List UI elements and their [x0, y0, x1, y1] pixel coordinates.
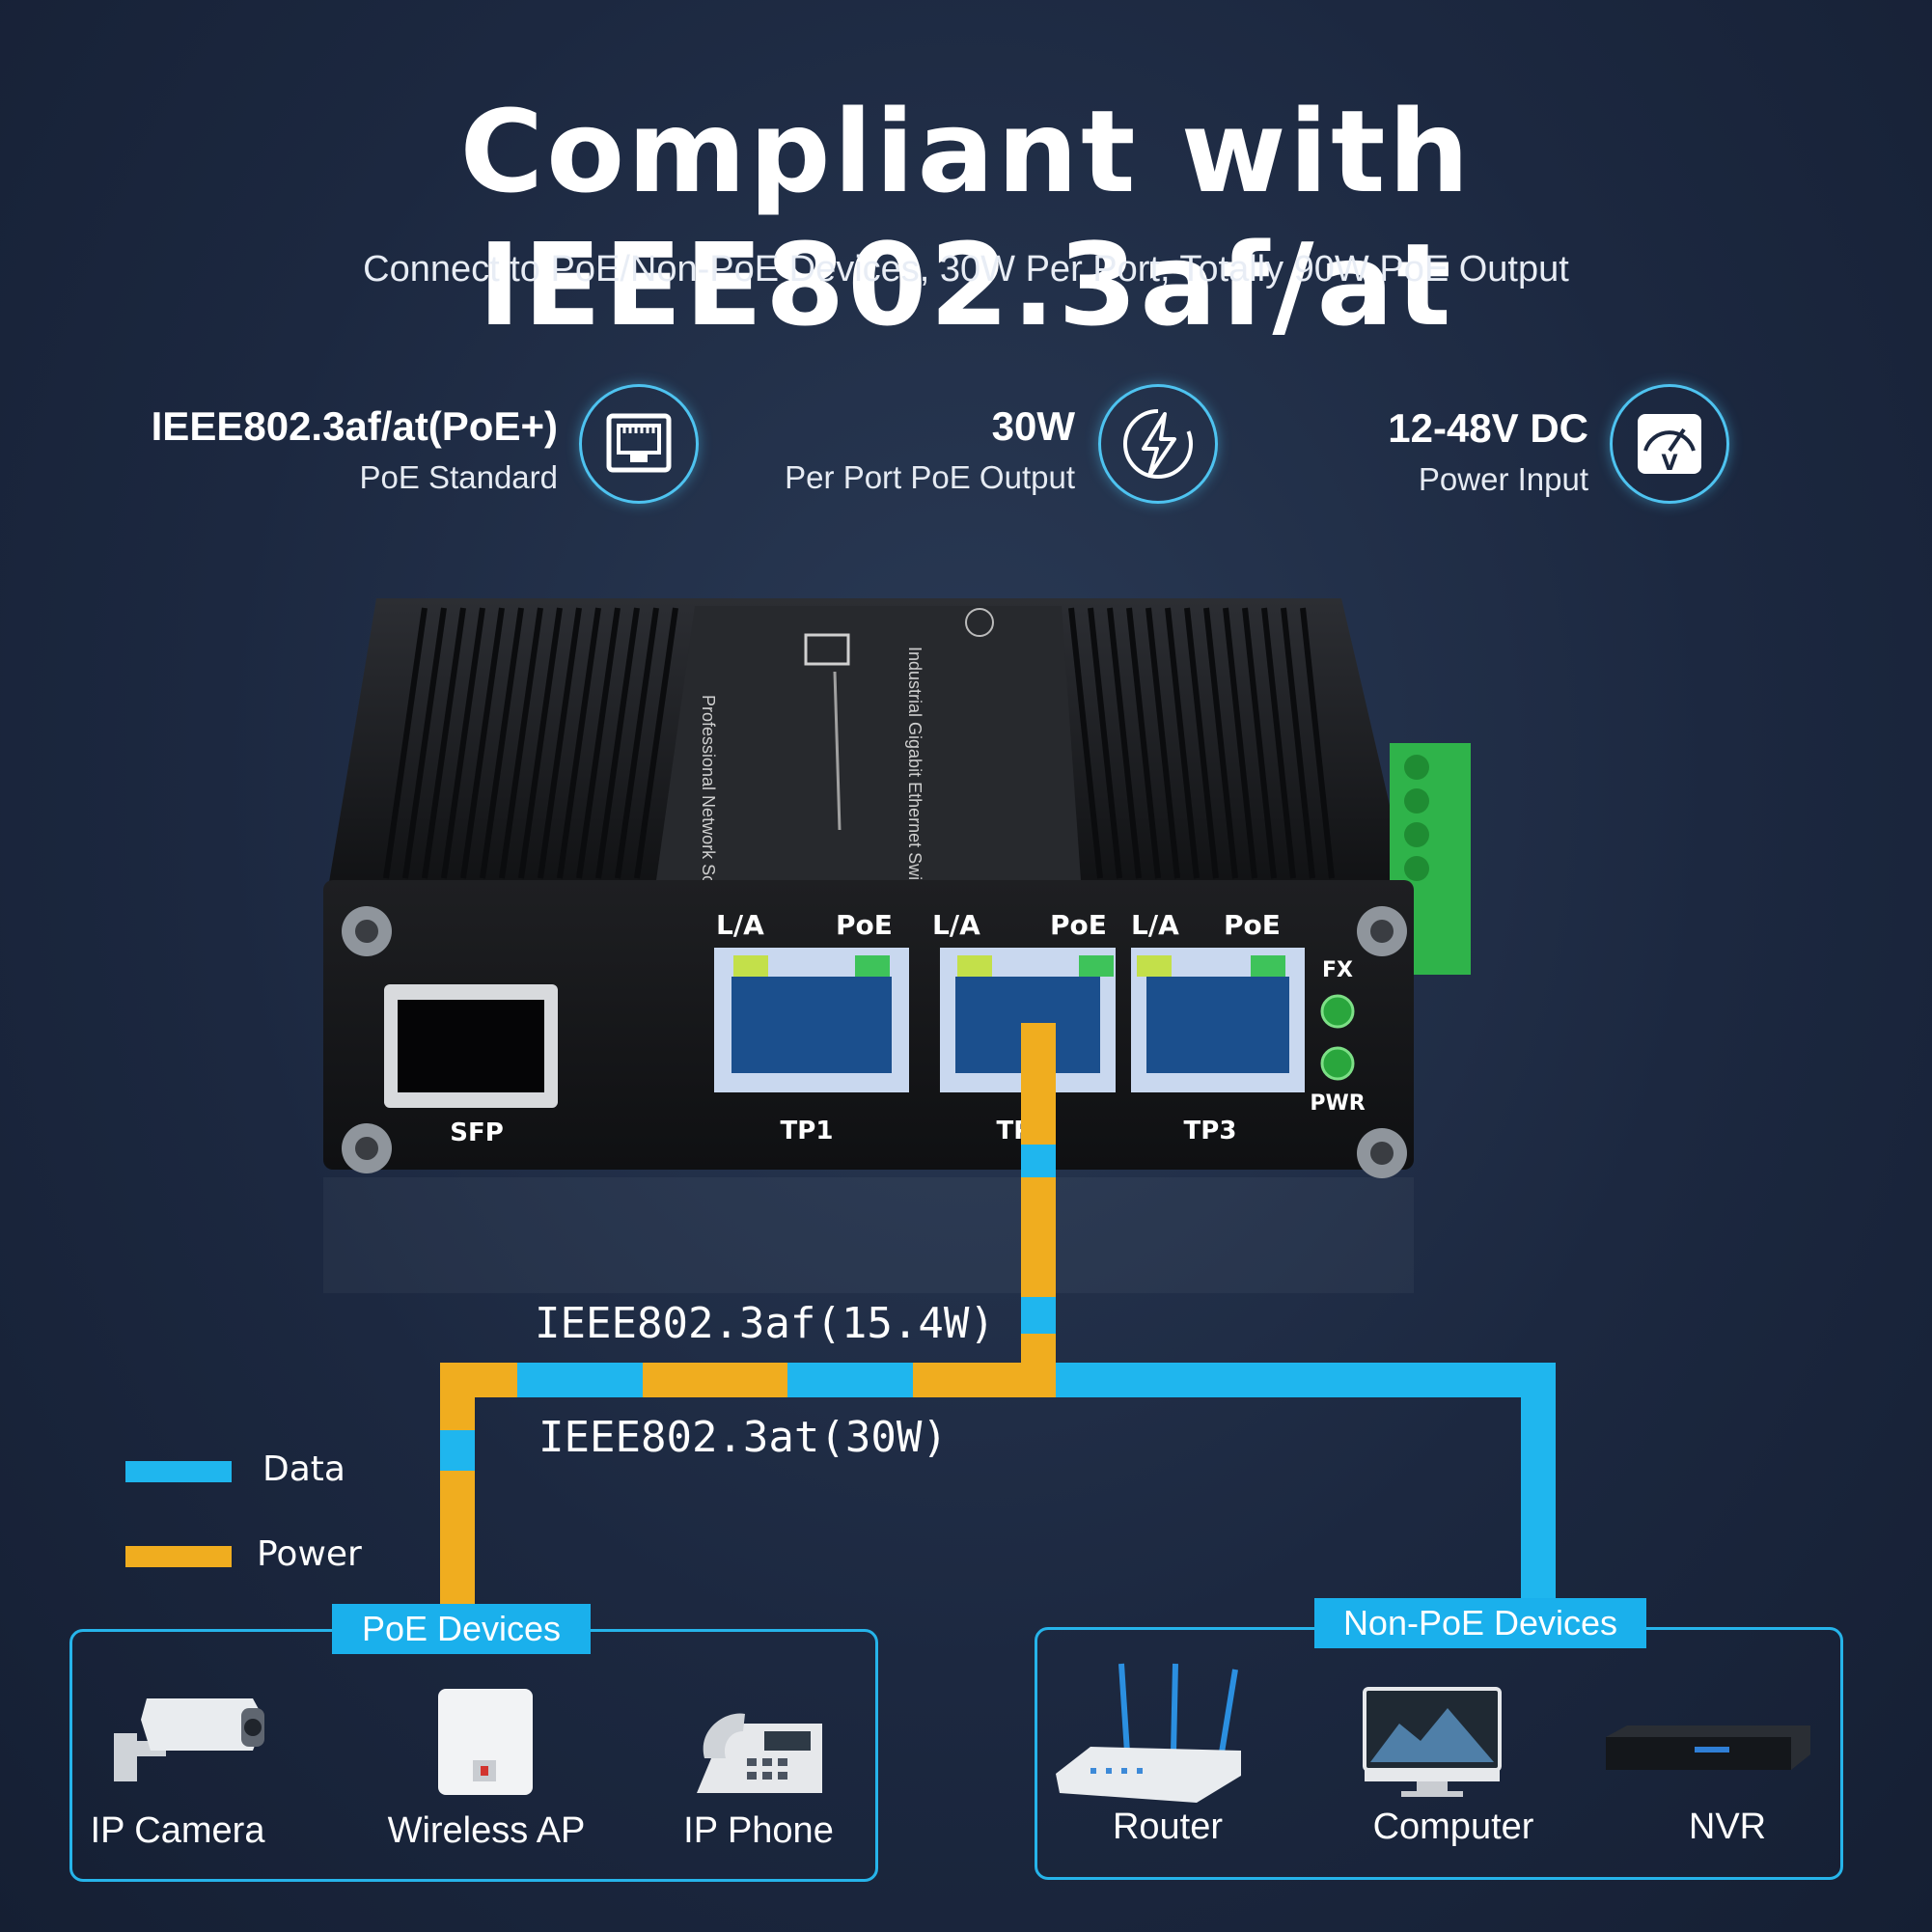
data-cable-right: [1056, 1363, 1556, 1602]
ip-camera-icon: [114, 1698, 264, 1781]
legend-data-label: Data: [262, 1449, 345, 1489]
rj45-port-tp1: [714, 948, 909, 1092]
feature-title: 30W: [991, 403, 1075, 449]
legend-power-swatch: [125, 1546, 232, 1567]
standard-af-label: IEEE802.3af(15.4W): [535, 1299, 995, 1348]
legend-power-label: Power: [257, 1534, 362, 1574]
feature-power-input: 12-48V DC Power Input: [1216, 405, 1588, 498]
feature-per-port-output: 30W Per Port PoE Output: [676, 403, 1075, 496]
status-label-fx: FX: [1322, 958, 1353, 982]
led-label: PoE: [836, 909, 893, 941]
device-label-router: Router: [1112, 1807, 1224, 1847]
nvr-icon: [1606, 1725, 1810, 1770]
feature-subtitle: Power Input: [1418, 461, 1588, 497]
led-label: PoE: [1050, 909, 1107, 941]
poe-devices-title: PoE Devices: [332, 1604, 591, 1654]
page-title: Compliant with IEEE802.3af/at: [459, 85, 1473, 351]
poe-cable-down: [440, 1363, 475, 1606]
non-poe-devices-title: Non-PoE Devices: [1314, 1598, 1646, 1648]
device-label-wireless-ap: Wireless AP: [387, 1810, 586, 1851]
rj45-port-tp3: [1131, 948, 1305, 1092]
page-subtitle: Connect to PoE/Non-PoE Devices, 30W Per …: [363, 249, 1569, 290]
led-label: L/A: [716, 909, 764, 941]
feature-subtitle: Per Port PoE Output: [785, 459, 1075, 495]
device-top-text-2: Professional Network Solution: [699, 695, 718, 926]
device-label-ip-camera: IP Camera: [90, 1810, 265, 1851]
feature-subtitle: PoE Standard: [359, 459, 558, 495]
ip-phone-icon: [697, 1713, 822, 1793]
device-label-nvr: NVR: [1688, 1807, 1767, 1847]
port-label-sfp: SFP: [450, 1118, 504, 1147]
feature-title: IEEE802.3af/at(PoE+): [151, 403, 558, 449]
port-label-tp3: TP3: [1184, 1117, 1237, 1145]
led-label: PoE: [1224, 909, 1281, 941]
poe-switch-device: Industrial Gigabit Ethernet Switch Profe…: [323, 598, 1471, 1293]
router-icon: [1056, 1663, 1241, 1803]
led-label: L/A: [932, 909, 980, 941]
device-label-ip-phone: IP Phone: [683, 1810, 834, 1851]
port-label-tp1: TP1: [781, 1117, 834, 1145]
device-label-computer: Computer: [1372, 1807, 1534, 1847]
feature-poe-standard: IEEE802.3af/at(PoE+) PoE Standard: [116, 403, 558, 496]
feature-title: 12-48V DC: [1388, 405, 1588, 451]
legend-data-swatch: [125, 1461, 232, 1482]
wireless-ap-icon: [438, 1689, 533, 1795]
ethernet-port-icon: [579, 384, 699, 504]
poe-cable-horizontal: [440, 1363, 1056, 1397]
voltmeter-icon: V: [1610, 384, 1729, 504]
standard-at-label: IEEE802.3at(30W): [538, 1413, 948, 1462]
lightning-icon: [1098, 384, 1218, 504]
led-label: L/A: [1131, 909, 1179, 941]
power-data-cable-vertical: [1021, 1023, 1056, 1397]
status-label-pwr: PWR: [1310, 1091, 1365, 1116]
computer-icon: [1363, 1687, 1502, 1797]
svg-text:V: V: [1661, 452, 1677, 476]
device-top-text-1: Industrial Gigabit Ethernet Switch: [905, 647, 925, 903]
